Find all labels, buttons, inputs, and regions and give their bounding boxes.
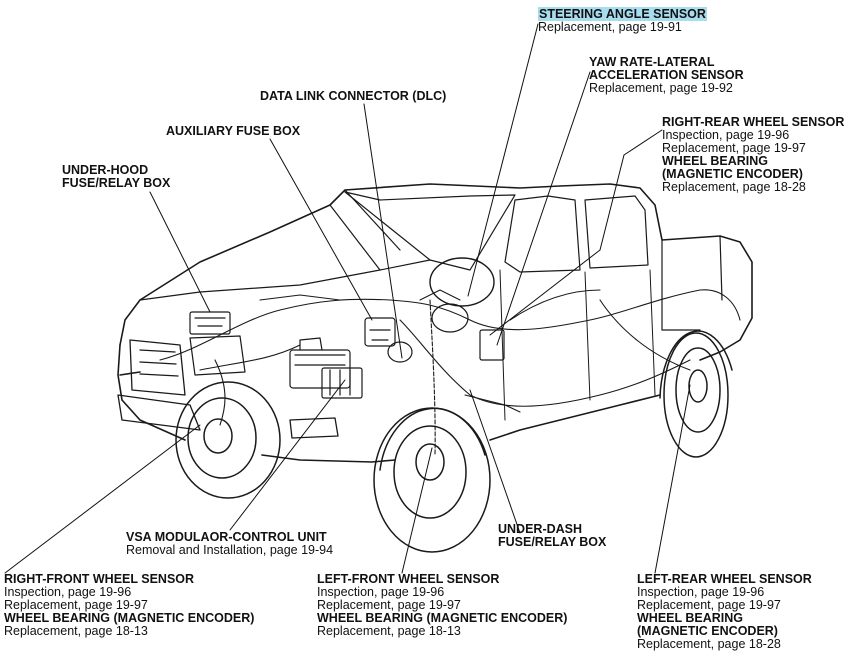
auxiliary-fuse-box-title: AUXILIARY FUSE BOX bbox=[166, 124, 301, 138]
right-rear-replacement: Replacement, page 19-97 bbox=[662, 141, 806, 155]
yaw-rate-sensor-label: YAW RATE-LATERAL ACCELERATION SENSOR Rep… bbox=[589, 56, 744, 95]
front-door-window bbox=[504, 195, 581, 273]
left-front-wheel-sensor-label: LEFT-FRONT WHEEL SENSOR Inspection, page… bbox=[317, 573, 567, 638]
dlc-title: DATA LINK CONNECTOR (DLC) bbox=[260, 89, 447, 103]
wiring-harness bbox=[159, 289, 741, 456]
right-rear-wheel-sensor-label: RIGHT-REAR WHEEL SENSOR Inspection, page… bbox=[662, 116, 844, 194]
truck-windshield bbox=[344, 191, 516, 271]
right-front-bearing-title: WHEEL BEARING (MAGNETIC ENCODER) bbox=[4, 611, 255, 625]
right-front-bearing-page: Replacement, page 18-13 bbox=[4, 624, 148, 638]
under-hood-title-1: UNDER-HOOD bbox=[62, 163, 149, 177]
engine-bay-components bbox=[189, 303, 505, 399]
door-lines bbox=[499, 269, 656, 421]
right-front-wheel bbox=[175, 381, 281, 499]
left-rear-inspection: Inspection, page 19-96 bbox=[637, 585, 765, 599]
yaw-rate-sensor-title-2: ACCELERATION SENSOR bbox=[589, 68, 744, 82]
left-front-inspection: Inspection, page 19-96 bbox=[317, 585, 445, 599]
right-front-wheel-sensor-label: RIGHT-FRONT WHEEL SENSOR Inspection, pag… bbox=[4, 573, 254, 638]
left-rear-title: LEFT-REAR WHEEL SENSOR bbox=[637, 572, 812, 586]
rear-door-window bbox=[584, 195, 649, 269]
right-rear-inspection: Inspection, page 19-96 bbox=[662, 128, 790, 142]
yaw-rate-sensor-title-1: YAW RATE-LATERAL bbox=[589, 55, 715, 69]
right-front-replacement: Replacement, page 19-97 bbox=[4, 598, 148, 612]
under-dash-title-2: FUSE/RELAY BOX bbox=[498, 535, 607, 549]
front-bumper bbox=[117, 394, 339, 439]
steering-wheel bbox=[429, 257, 495, 307]
right-rear-bearing-page: Replacement, page 18-28 bbox=[662, 180, 806, 194]
truck-lower-body bbox=[117, 344, 661, 463]
vsa-title: VSA MODULAOR-CONTROL UNIT bbox=[126, 530, 327, 544]
under-hood-title-2: FUSE/RELAY BOX bbox=[62, 176, 171, 190]
steering-angle-sensor-title: STEERING ANGLE SENSOR bbox=[538, 7, 707, 21]
vsa-page: Removal and Installation, page 19-94 bbox=[126, 543, 334, 557]
vsa-modulator-label: VSA MODULAOR-CONTROL UNIT Removal and In… bbox=[126, 531, 333, 557]
left-rear-bearing-title-1: WHEEL BEARING bbox=[637, 611, 744, 625]
under-hood-fuse-box-label: UNDER-HOOD FUSE/RELAY BOX bbox=[62, 164, 170, 190]
left-front-replacement: Replacement, page 19-97 bbox=[317, 598, 461, 612]
truck-grille bbox=[129, 339, 186, 396]
right-rear-title: RIGHT-REAR WHEEL SENSOR bbox=[662, 115, 845, 129]
left-rear-bearing-page: Replacement, page 18-28 bbox=[637, 637, 781, 651]
right-front-inspection: Inspection, page 19-96 bbox=[4, 585, 132, 599]
callout-leaders bbox=[4, 23, 691, 574]
truck-hood bbox=[139, 189, 431, 301]
under-dash-fuse-box-label: UNDER-DASH FUSE/RELAY BOX bbox=[498, 523, 606, 549]
yaw-rate-sensor-page: Replacement, page 19-92 bbox=[589, 81, 733, 95]
left-rear-replacement: Replacement, page 19-97 bbox=[637, 598, 781, 612]
truck-bed bbox=[661, 235, 723, 331]
left-front-bearing-page: Replacement, page 18-13 bbox=[317, 624, 461, 638]
left-front-title: LEFT-FRONT WHEEL SENSOR bbox=[317, 572, 500, 586]
right-rear-bearing-title-2: (MAGNETIC ENCODER) bbox=[662, 167, 803, 181]
steering-angle-sensor-label: STEERING ANGLE SENSOR Replacement, page … bbox=[538, 7, 707, 34]
truck-body-outline bbox=[119, 183, 753, 361]
auxiliary-fuse-box-label: AUXILIARY FUSE BOX bbox=[166, 125, 300, 138]
headlight bbox=[189, 335, 246, 376]
under-dash-title-1: UNDER-DASH bbox=[498, 522, 583, 536]
left-front-bearing-title: WHEEL BEARING (MAGNETIC ENCODER) bbox=[317, 611, 568, 625]
steering-angle-sensor-page: Replacement, page 19-91 bbox=[538, 20, 682, 34]
dlc-label: DATA LINK CONNECTOR (DLC) bbox=[260, 90, 446, 103]
left-front-wheel bbox=[373, 407, 491, 553]
left-rear-wheel-sensor-label: LEFT-REAR WHEEL SENSOR Inspection, page … bbox=[637, 573, 812, 651]
left-rear-wheel bbox=[659, 330, 733, 458]
right-rear-bearing-title-1: WHEEL BEARING bbox=[662, 154, 769, 168]
right-front-title: RIGHT-FRONT WHEEL SENSOR bbox=[4, 572, 195, 586]
left-rear-bearing-title-2: (MAGNETIC ENCODER) bbox=[637, 624, 778, 638]
